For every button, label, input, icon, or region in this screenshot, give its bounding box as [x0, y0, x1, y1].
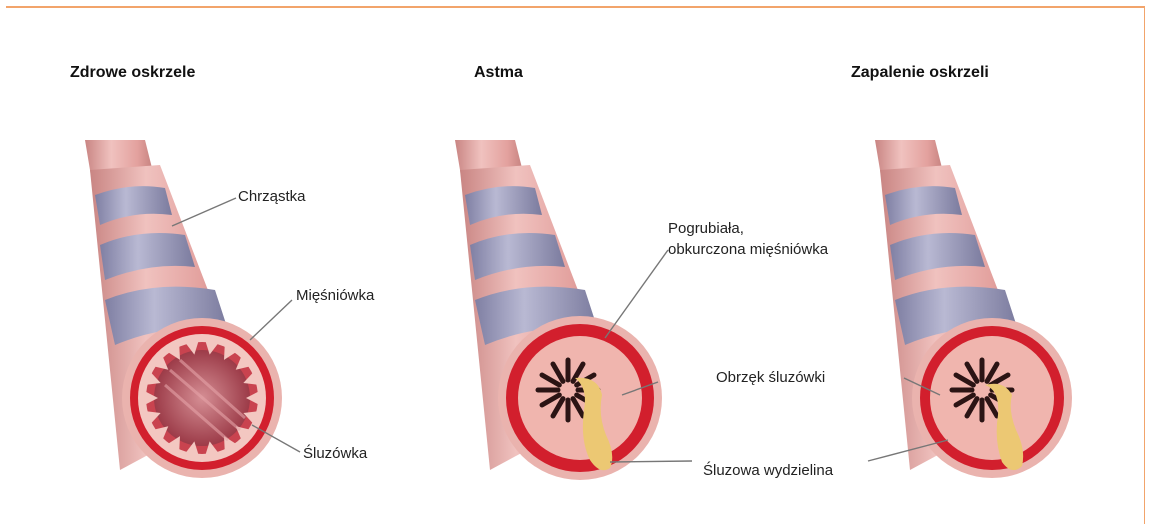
label-thickened-muscle-line1: Pogrubiała, [668, 219, 744, 238]
label-mucus-secretion: Śluzowa wydzielina [703, 461, 833, 480]
label-cartilage: Chrząstka [238, 187, 306, 206]
asthma-bronchus-drawing [455, 140, 662, 480]
bronchitis-bronchus-drawing [875, 140, 1072, 478]
label-mucosa-swelling: Obrzęk śluzówki [716, 368, 825, 387]
label-muscle: Mięśniówka [296, 286, 374, 305]
label-mucosa: Śluzówka [303, 444, 367, 463]
label-thickened-muscle-line2: obkurczona mięśniówka [668, 240, 828, 259]
